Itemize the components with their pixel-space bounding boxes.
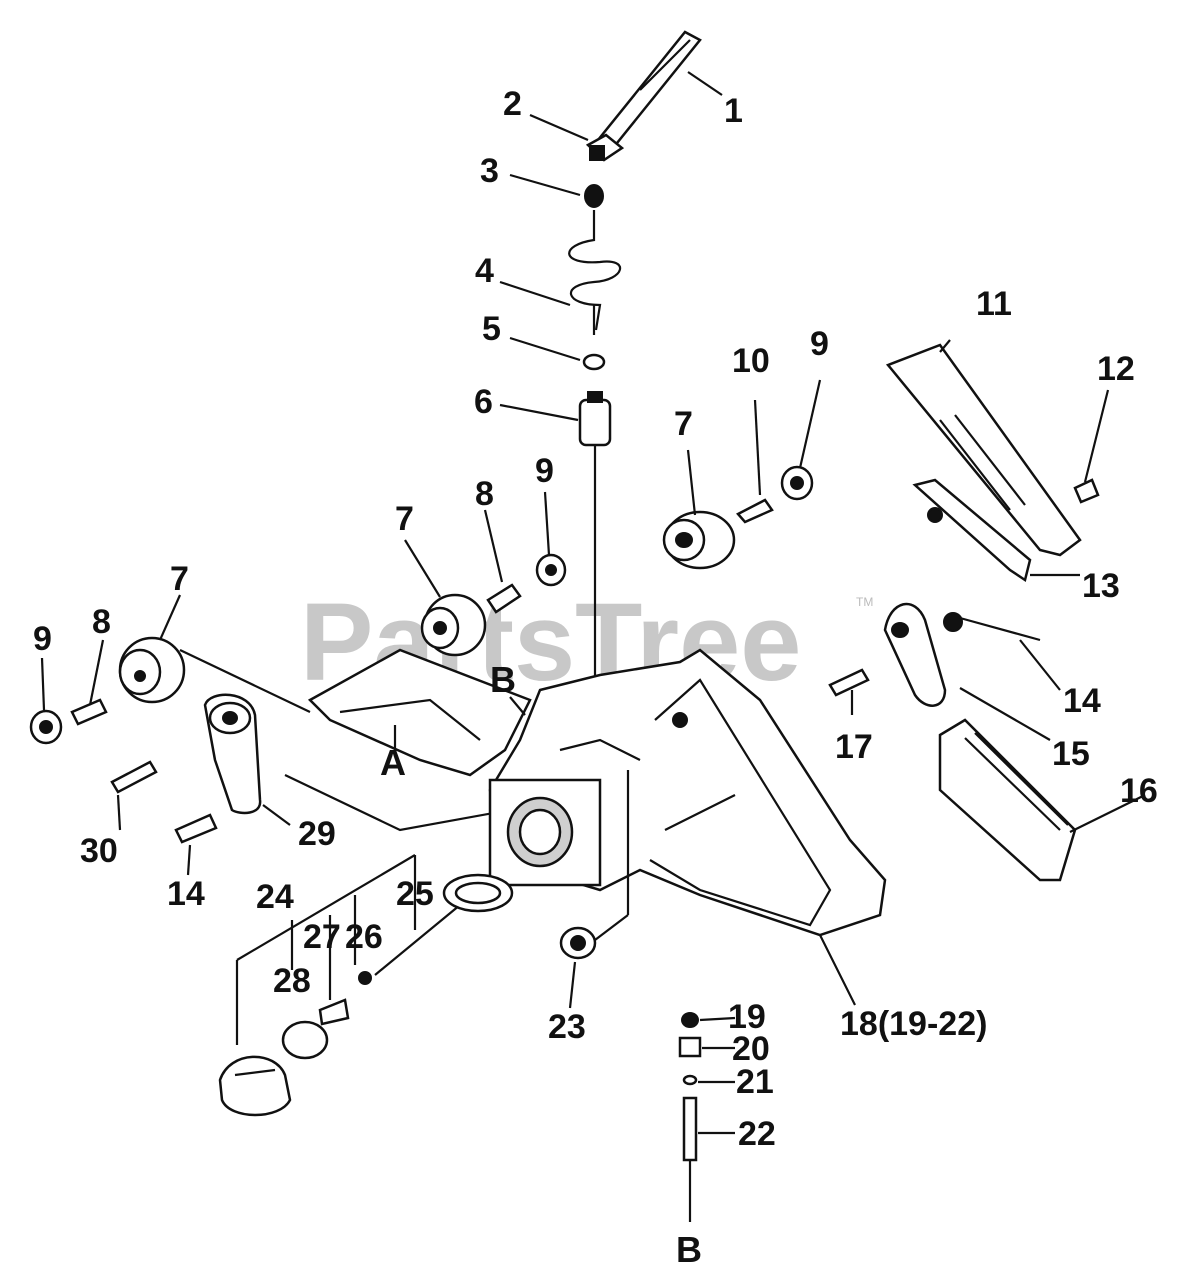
label-5: 5 xyxy=(482,310,501,348)
label-15: 15 xyxy=(1052,735,1090,773)
part-bracket-a[interactable] xyxy=(307,648,532,777)
label-17: 17 xyxy=(835,728,873,766)
part-3-nut[interactable] xyxy=(584,184,604,208)
label-7-middle: 7 xyxy=(395,500,414,538)
label-29: 29 xyxy=(298,815,336,853)
label-9-middle: 9 xyxy=(535,452,554,490)
label-8-middle: 8 xyxy=(475,475,494,513)
label-23: 23 xyxy=(548,1008,586,1046)
part-19-washer[interactable] xyxy=(681,1012,699,1028)
part-7-grommet-top[interactable] xyxy=(662,510,736,570)
part-23-fitting[interactable] xyxy=(559,770,630,960)
part-1-rod[interactable] xyxy=(596,30,702,150)
part-7-grommet-left[interactable] xyxy=(118,636,311,713)
label-20: 20 xyxy=(732,1030,770,1068)
label-13: 13 xyxy=(1082,567,1120,605)
label-24: 24 xyxy=(256,878,294,916)
part-17-pin[interactable] xyxy=(828,668,870,697)
part-30-stud[interactable] xyxy=(110,760,158,794)
part-16-guard[interactable] xyxy=(938,718,1077,882)
label-26: 26 xyxy=(345,918,383,956)
label-9-left: 9 xyxy=(33,620,52,658)
part-9-nut-top[interactable] xyxy=(780,465,814,501)
label-22: 22 xyxy=(738,1115,776,1153)
part-12-bolt[interactable] xyxy=(1073,478,1100,504)
label-4: 4 xyxy=(475,252,494,290)
leader-lines xyxy=(40,71,1146,1135)
ref-label-b-bottom: B xyxy=(676,1229,702,1270)
part-5-washer[interactable] xyxy=(582,353,606,371)
part-9-nut-middle[interactable] xyxy=(535,553,567,587)
part-7-grommet-middle[interactable] xyxy=(420,593,487,657)
part-28-ring[interactable] xyxy=(281,1020,329,1060)
part-4-spring[interactable] xyxy=(568,210,621,335)
label-7-top: 7 xyxy=(674,405,693,443)
label-6: 6 xyxy=(474,383,493,421)
part-14-screw-right[interactable] xyxy=(943,612,1041,642)
label-7-left: 7 xyxy=(170,560,189,598)
label-16: 16 xyxy=(1120,772,1158,810)
label-28: 28 xyxy=(273,962,311,1000)
part-15-lever[interactable] xyxy=(883,602,947,707)
label-1: 1 xyxy=(724,92,743,130)
part-10-screw[interactable] xyxy=(736,498,774,524)
part-8-stud-middle[interactable] xyxy=(486,583,522,614)
label-3: 3 xyxy=(480,152,499,190)
label-30: 30 xyxy=(80,832,118,870)
ref-label-a: A xyxy=(380,742,406,783)
label-14-right: 14 xyxy=(1063,682,1101,720)
label-14-left: 14 xyxy=(167,875,205,913)
part-22-bolt[interactable] xyxy=(682,1096,698,1222)
part-18-housing[interactable] xyxy=(488,648,887,937)
label-10: 10 xyxy=(732,342,770,380)
label-25: 25 xyxy=(396,875,434,913)
label-21: 21 xyxy=(736,1063,774,1101)
watermark-tm: TM xyxy=(856,595,873,609)
part-27-retainer[interactable] xyxy=(318,998,350,1026)
label-18: 18(19-22) xyxy=(840,1005,987,1043)
label-11: 11 xyxy=(976,285,1012,323)
part-26-pin[interactable] xyxy=(358,971,372,985)
part-25-strap[interactable] xyxy=(374,873,514,976)
part-21-oring[interactable] xyxy=(682,1074,698,1086)
part-2-clip[interactable] xyxy=(585,133,625,162)
part-29-bracket[interactable] xyxy=(203,693,511,832)
part-20-nut[interactable] xyxy=(678,1036,702,1058)
label-9-top: 9 xyxy=(810,325,829,363)
label-12: 12 xyxy=(1097,350,1135,388)
part-9-nut-left[interactable] xyxy=(29,709,63,745)
part-13-bracket[interactable] xyxy=(912,478,1032,583)
part-11-plate[interactable] xyxy=(885,343,1082,557)
label-2: 2 xyxy=(503,85,522,123)
label-27: 27 xyxy=(303,918,341,956)
part-8-stud-left[interactable] xyxy=(70,698,108,726)
part-24-cap[interactable] xyxy=(218,854,416,1117)
label-19: 19 xyxy=(728,998,766,1036)
part-14-screw-left[interactable] xyxy=(174,813,218,844)
label-8-left: 8 xyxy=(92,603,111,641)
ref-label-b-top: B xyxy=(490,659,516,700)
